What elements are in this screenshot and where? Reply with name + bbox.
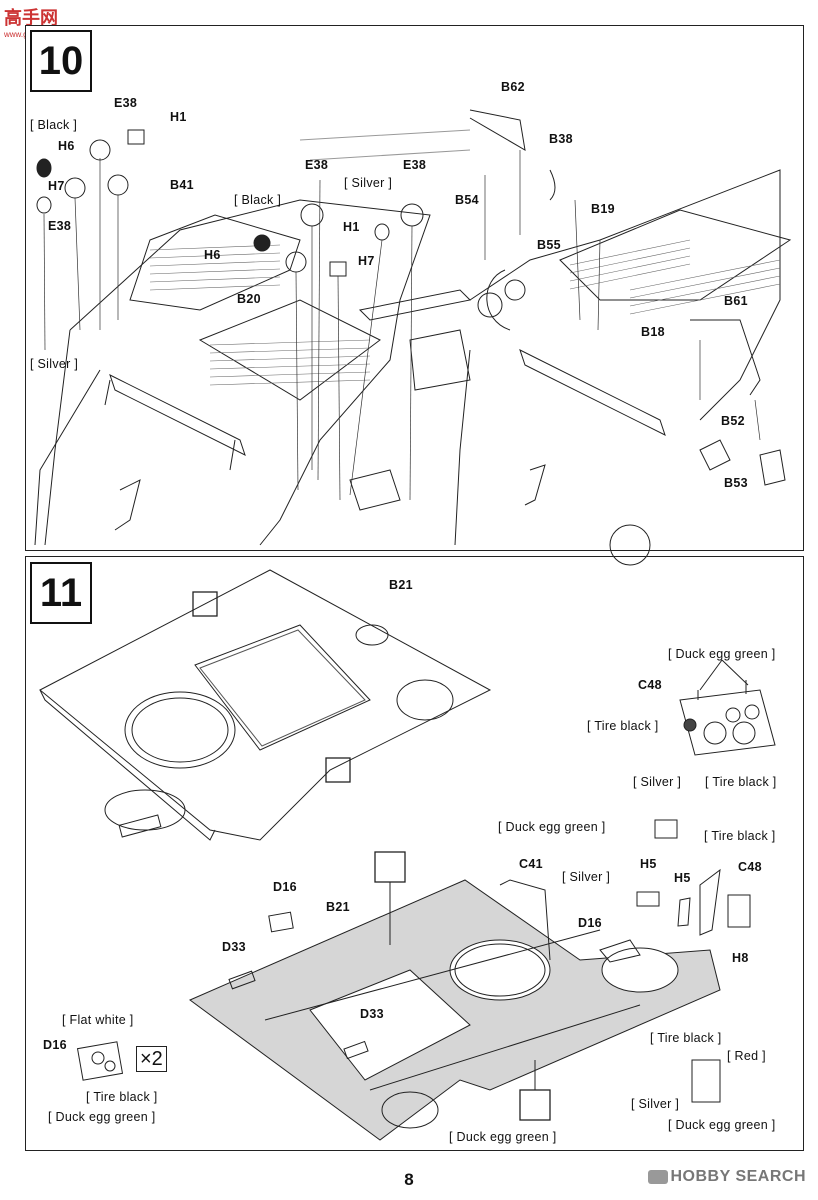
part-label-h1-1: H1: [170, 110, 187, 124]
part-label-h5-2: H5: [674, 871, 691, 885]
part-label-b21-main: B21: [326, 900, 350, 914]
part-label-d33-2: D33: [360, 1007, 384, 1021]
part-label-b53: B53: [724, 476, 748, 490]
paint-label-red: [ Red ]: [727, 1049, 766, 1063]
watermark-bottom-text: HOBBY SEARCH: [670, 1168, 806, 1185]
watermark-top-text: 高手网: [4, 8, 58, 28]
paint-label-duck-egg-4: [ Duck egg green ]: [449, 1130, 557, 1144]
part-label-b20: B20: [237, 292, 261, 306]
page-number: 8: [404, 1170, 414, 1189]
paint-label-duck-egg-5: [ Duck egg green ]: [668, 1118, 776, 1132]
part-label-b55: B55: [537, 238, 561, 252]
step11-floor-plate-main: [189, 851, 721, 1141]
paint-label-black-2: [ Black ]: [234, 193, 282, 207]
part-label-h5-1: H5: [640, 857, 657, 871]
step-11-number: 11: [30, 562, 92, 624]
part-label-h6-1: H6: [58, 139, 75, 153]
paint-label-tire-black-4: [ Tire black ]: [86, 1090, 158, 1104]
part-label-b62: B62: [501, 80, 525, 94]
paint-label-silver-1: [ Silver ]: [344, 176, 393, 190]
step10-left-hull: [34, 129, 472, 546]
part-label-d16-1: D16: [273, 880, 297, 894]
part-label-e38-1: E38: [114, 96, 138, 110]
part-label-h7-2: H7: [358, 254, 375, 268]
paint-label-tire-black-3: [ Tire black ]: [704, 829, 776, 843]
part-label-b61: B61: [724, 294, 748, 308]
part-label-h1-2: H1: [343, 220, 360, 234]
part-label-c48-2: C48: [738, 860, 762, 874]
part-label-c41: C41: [519, 857, 543, 871]
paint-label-silver-3: [ Silver ]: [633, 775, 682, 789]
step-10-number: 10: [30, 30, 92, 92]
paint-label-tire-black-5: [ Tire black ]: [650, 1031, 722, 1045]
part-label-h6-2: H6: [204, 248, 221, 262]
part-label-c48-1: C48: [638, 678, 662, 692]
paint-label-silver-4: [ Silver ]: [562, 870, 611, 884]
part-label-b41: B41: [170, 178, 194, 192]
paint-label-duck-egg-3: [ Duck egg green ]: [48, 1110, 156, 1124]
step10-right-hull: [454, 109, 792, 566]
paint-label-silver-5: [ Silver ]: [631, 1097, 680, 1111]
part-label-b54: B54: [455, 193, 479, 207]
part-label-e38-4: E38: [403, 158, 427, 172]
paint-label-flat-white: [ Flat white ]: [62, 1013, 134, 1027]
paint-label-duck-egg-2: [ Duck egg green ]: [498, 820, 606, 834]
part-label-b52: B52: [721, 414, 745, 428]
step-10-panel: [25, 25, 804, 551]
paint-label-tire-black-2: [ Tire black ]: [705, 775, 777, 789]
part-label-e38-2: E38: [48, 219, 72, 233]
step11-floor-plate-top: [39, 569, 492, 841]
part-label-b19: B19: [591, 202, 615, 216]
hobby-search-watermark: HOBBY SEARCH: [647, 1168, 807, 1186]
part-label-d16-3: D16: [43, 1038, 67, 1052]
part-label-b21-top: B21: [389, 578, 413, 592]
multiplier-badge: ×2: [136, 1046, 167, 1072]
paint-label-duck-egg-1: [ Duck egg green ]: [668, 647, 776, 661]
paint-label-silver-2: [ Silver ]: [30, 357, 79, 371]
c48-panel-top: [679, 659, 776, 756]
part-label-b18: B18: [641, 325, 665, 339]
paint-label-black-1: [ Black ]: [30, 118, 78, 132]
part-label-d16-2: D16: [578, 916, 602, 930]
part-label-h7-1: H7: [48, 179, 65, 193]
part-label-b38: B38: [549, 132, 573, 146]
part-label-d33-1: D33: [222, 940, 246, 954]
part-label-h8: H8: [732, 951, 749, 965]
paint-label-tire-black-1: [ Tire black ]: [587, 719, 659, 733]
step11-small-parts: [76, 819, 751, 1103]
hobby-search-logo-icon: [647, 1169, 668, 1184]
part-label-e38-3: E38: [305, 158, 329, 172]
